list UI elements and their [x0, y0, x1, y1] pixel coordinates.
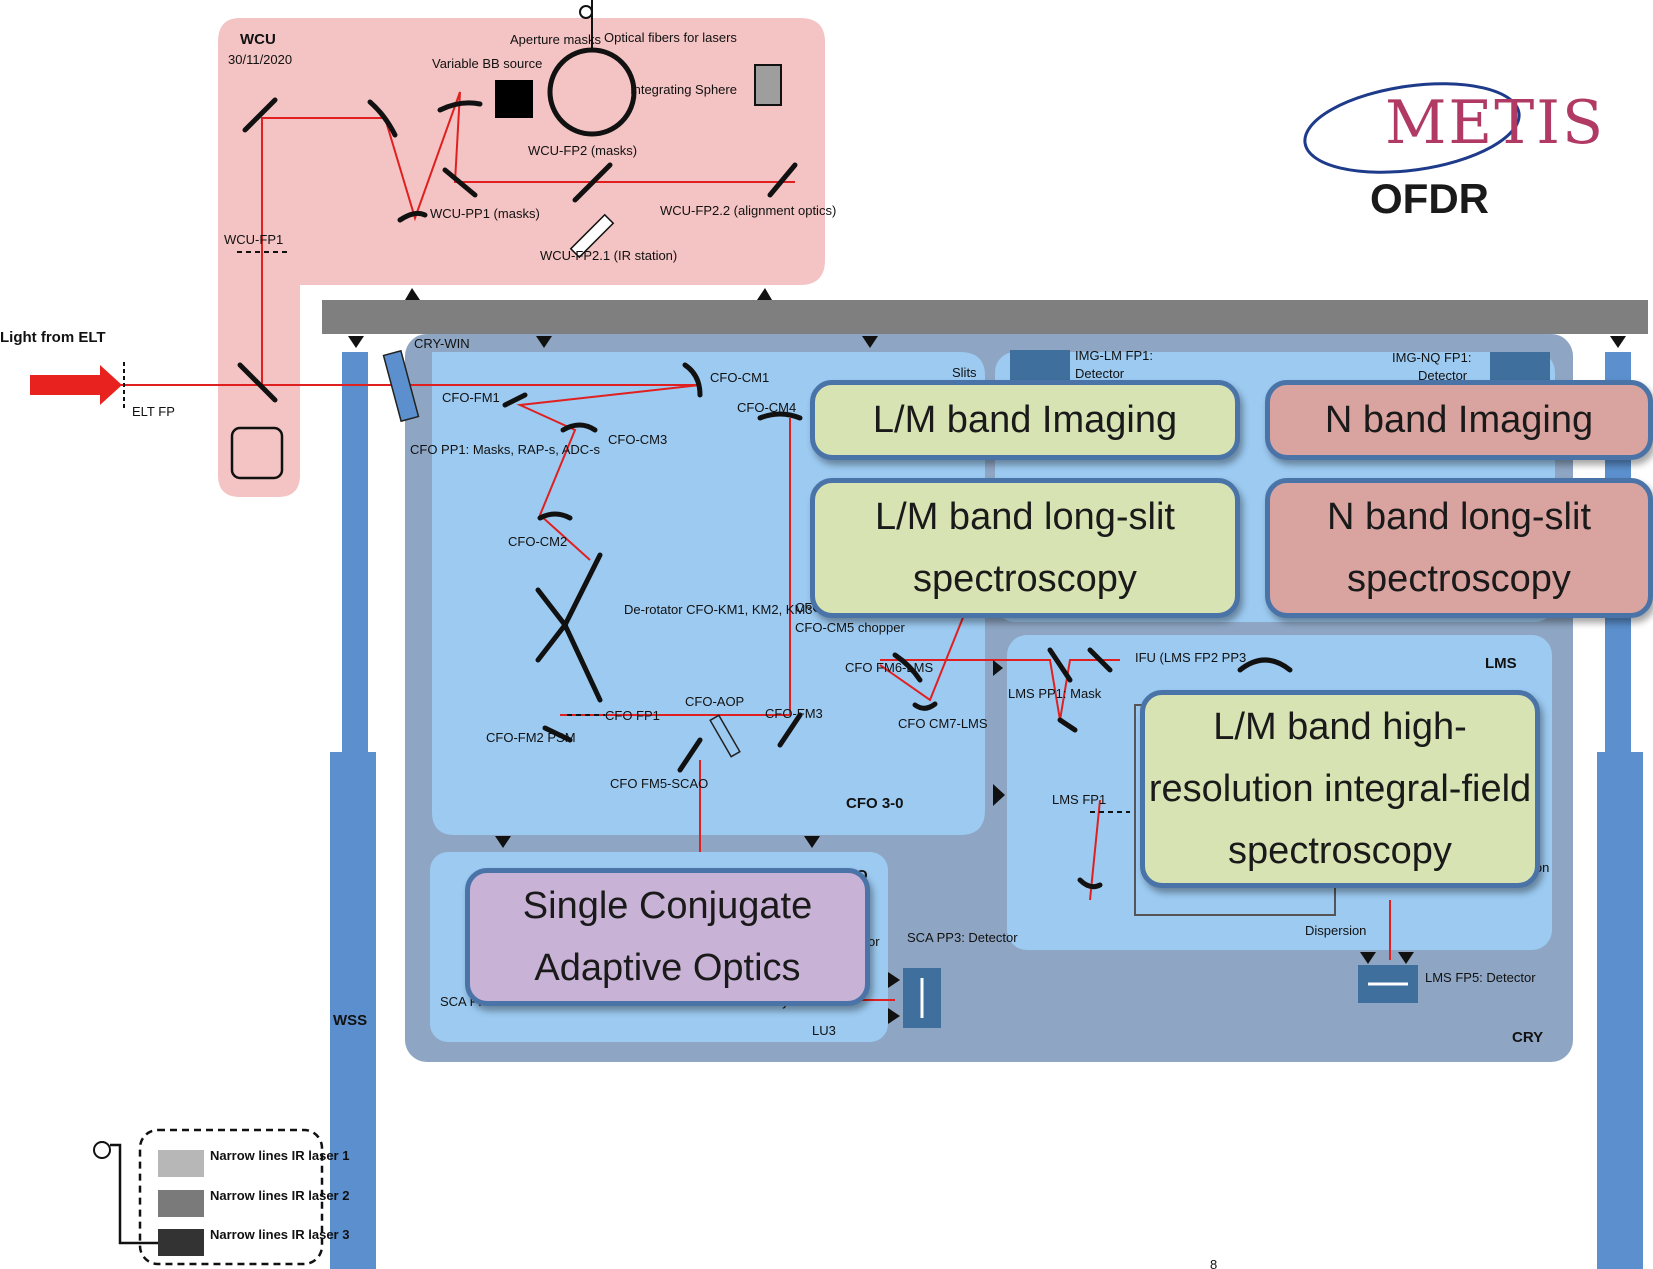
laser-2-label: Narrow lines IR laser 2 [210, 1188, 349, 1203]
metis-logo-swoosh [1303, 82, 1521, 174]
page-number: 8 [1210, 1257, 1217, 1269]
wcu-sphere-label: Integrating Sphere [630, 82, 737, 97]
fiber-coil-icon [579, 5, 593, 19]
laser-1-label: Narrow lines IR laser 1 [210, 1148, 349, 1163]
cfo-derotator-label: De-rotator CFO-KM1, KM2, KM3 [624, 602, 813, 617]
cfo-fm1-label: CFO-FM1 [442, 390, 500, 405]
wcu-aperture-label: Aperture masks [510, 32, 602, 47]
wcu-fibers-label: Optical fibers for lasers [604, 30, 737, 45]
lms-ifu-label: IFU (LMS FP2 PP3 [1135, 650, 1246, 665]
laser-3-label: Narrow lines IR laser 3 [210, 1227, 349, 1242]
wcu-bb-label: Variable BB source [432, 56, 542, 71]
wcu-pp1-label: WCU-PP1 (masks) [430, 206, 540, 221]
wcu-date: 30/11/2020 [228, 52, 292, 67]
elt-input-box [230, 426, 284, 480]
beam-paths [30, 91, 1391, 1001]
cfo-slits-label: Slits [952, 365, 977, 380]
sca-pp3-label: SCA PP3: Detector [907, 930, 1018, 945]
alignment-laser-box [754, 64, 782, 106]
cfo-cm3-label: CFO-CM3 [608, 432, 667, 447]
cfo-fm3-label: CFO-FM3 [765, 706, 823, 721]
mode-scao: Single Conjugate Adaptive Optics [465, 868, 870, 1006]
wcu-fp21-label: WCU-FP2.1 (IR station) [540, 248, 677, 263]
cfo-fm6-label: CFO FM6-LMS [845, 660, 933, 675]
cfo-cm4-label: CFO-CM4 [737, 400, 796, 415]
img-lm-detector-label: Detector [1075, 366, 1125, 381]
wcu-fp2-label: WCU-FP2 (masks) [528, 143, 637, 158]
lms-pp1-label: LMS PP1: Mask [1008, 686, 1102, 701]
wcu-region [218, 18, 825, 497]
lms-fp5-label: LMS FP5: Detector [1425, 970, 1536, 985]
ofdr-title: OFDR [1370, 175, 1489, 222]
interface-triangles [348, 288, 1626, 1024]
mirrors [237, 97, 1293, 890]
sca-or-fragment: or [868, 934, 880, 949]
cry-label: CRY [1512, 1029, 1543, 1046]
cfo-fm5-label: CFO FM5-SCAO [610, 776, 708, 791]
mode-n-imaging: N band Imaging [1265, 380, 1653, 460]
cfo-cm2-label: CFO-CM2 [508, 534, 567, 549]
wss-label: WSS [333, 1012, 367, 1029]
wss-left-leg [330, 352, 376, 1269]
img-lm-fp1-label: IMG-LM FP1: [1075, 348, 1153, 363]
mode-n-longslit: N band long-slit spectroscopy [1265, 478, 1653, 618]
img-nq-fp1-label: IMG-NQ FP1: [1392, 350, 1471, 365]
img-lm-detector [1010, 350, 1070, 380]
wcu-fp22-label: WCU-FP2.2 (alignment optics) [660, 203, 836, 218]
mode-lm-longslit: L/M band long-slit spectroscopy [810, 478, 1240, 618]
sca-lu3-label: LU3 [812, 1023, 836, 1038]
bb-source-block [495, 80, 533, 118]
cfo-aop-plate [709, 714, 741, 758]
cfo-fm2-label: CFO-FM2 PSM [486, 730, 576, 745]
bench-bar [322, 300, 1648, 334]
img-nq-detector [1490, 352, 1550, 382]
lms-fp1-label: LMS FP1 [1052, 792, 1106, 807]
ir-station-plate [569, 213, 615, 259]
lms-dispersion-label: Dispersion [1305, 923, 1366, 938]
light-from-elt-label: Light from ELT [0, 329, 106, 346]
mode-lm-imaging: L/M band Imaging [810, 380, 1240, 460]
cfo-cm5-label: CFO-CM5 chopper [795, 620, 905, 635]
cfo-title: CFO 3-0 [846, 795, 904, 812]
laser-3-swatch [158, 1229, 204, 1256]
light-arrow [30, 365, 122, 405]
cry-win-label: CRY-WIN [414, 336, 470, 351]
img-nq-detector-label: Detector [1418, 368, 1468, 383]
metis-logo-text: METIS [1385, 88, 1606, 158]
laser-2-swatch [158, 1190, 204, 1217]
wcu-fp1-label: WCU-FP1 [224, 232, 283, 247]
laser-1-swatch [158, 1150, 204, 1177]
wcu-title: WCU [240, 31, 276, 48]
laser-legend-frame [138, 1128, 324, 1266]
lms-title: LMS [1485, 655, 1517, 672]
laser-fiber-coil-icon [93, 1141, 111, 1159]
elt-fp-label: ELT FP [132, 404, 175, 419]
cry-window [382, 349, 420, 423]
cfo-aop-label: CFO-AOP [685, 694, 744, 709]
mode-lm-ifs: L/M band high-resolution integral-field … [1140, 690, 1540, 888]
cfo-pp1-label: CFO PP1: Masks, RAP-s, ADC-s [410, 442, 600, 457]
cfo-cm1-label: CFO-CM1 [710, 370, 769, 385]
cfo-cm7-label: CFO CM7-LMS [898, 716, 988, 731]
cfo-fp1-label: CFO FP1 [605, 708, 660, 723]
